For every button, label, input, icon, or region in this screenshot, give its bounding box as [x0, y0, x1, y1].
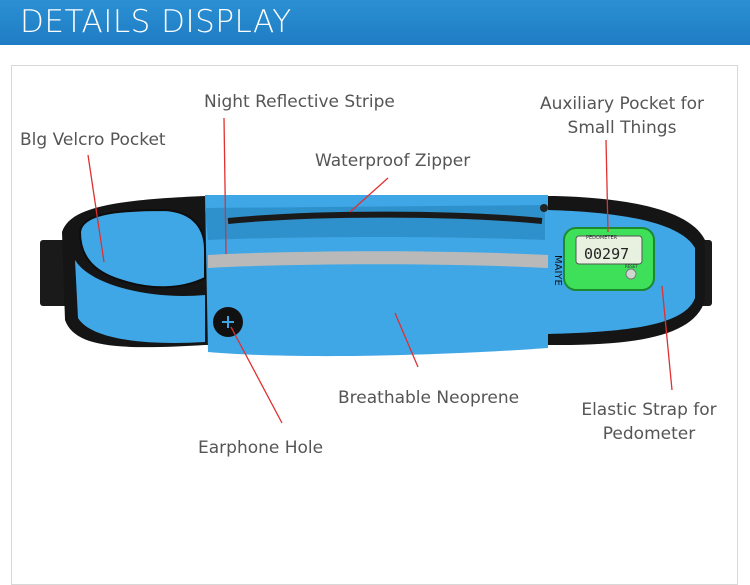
brand-mark: MAIYE	[552, 255, 563, 286]
pointer-velcro	[87, 154, 105, 263]
pointer-neoprene	[394, 312, 419, 368]
velcro-pocket	[78, 208, 206, 289]
label-velcro-pocket: Blg Velcro Pocket	[20, 130, 166, 150]
label-elastic-strap: Elastic Strap for Pedometer	[574, 398, 724, 446]
pointer-reflective	[223, 117, 227, 255]
label-auxiliary-line2: Small Things	[567, 118, 677, 138]
label-elastic-line2: Pedometer	[602, 424, 696, 444]
pointer-earphone	[230, 326, 283, 424]
pointer-lines	[87, 117, 673, 424]
pointer-zipper	[349, 177, 389, 213]
pedometer-reset-button	[625, 268, 637, 280]
label-elastic-line1: Elastic Strap for	[581, 400, 717, 420]
zipper-teeth	[227, 211, 543, 224]
label-night-reflective-stripe: Night Reflective Stripe	[204, 92, 395, 112]
zipper-pull	[540, 204, 548, 212]
pedometer-screen	[575, 235, 643, 265]
reflective-stripe	[208, 251, 548, 268]
label-auxiliary-line1: Auxiliary Pocket for	[539, 94, 705, 114]
pointer-auxiliary	[605, 139, 609, 233]
pointer-elastic	[661, 285, 673, 391]
pedometer-title: PEDOMETER	[586, 235, 618, 241]
label-auxiliary-pocket: Auxiliary Pocket for Small Things	[530, 92, 714, 140]
label-earphone-hole: Earphone Hole	[198, 438, 324, 458]
label-waterproof-zipper: Waterproof Zipper	[315, 151, 471, 171]
header-bar: DETAILS DISPLAY	[0, 0, 750, 45]
zipper-panel	[205, 205, 545, 240]
page-title: DETAILS DISPLAY	[20, 4, 292, 40]
pedometer-reset-label: RESET	[625, 264, 638, 269]
waist-belt-illustration: MAIYE PEDOMETER 00297 RESET	[40, 117, 712, 424]
pedometer-reading: 00297	[584, 245, 629, 263]
left-body-panel	[75, 260, 205, 343]
label-breathable-neoprene: Breathable Neoprene	[338, 388, 520, 408]
